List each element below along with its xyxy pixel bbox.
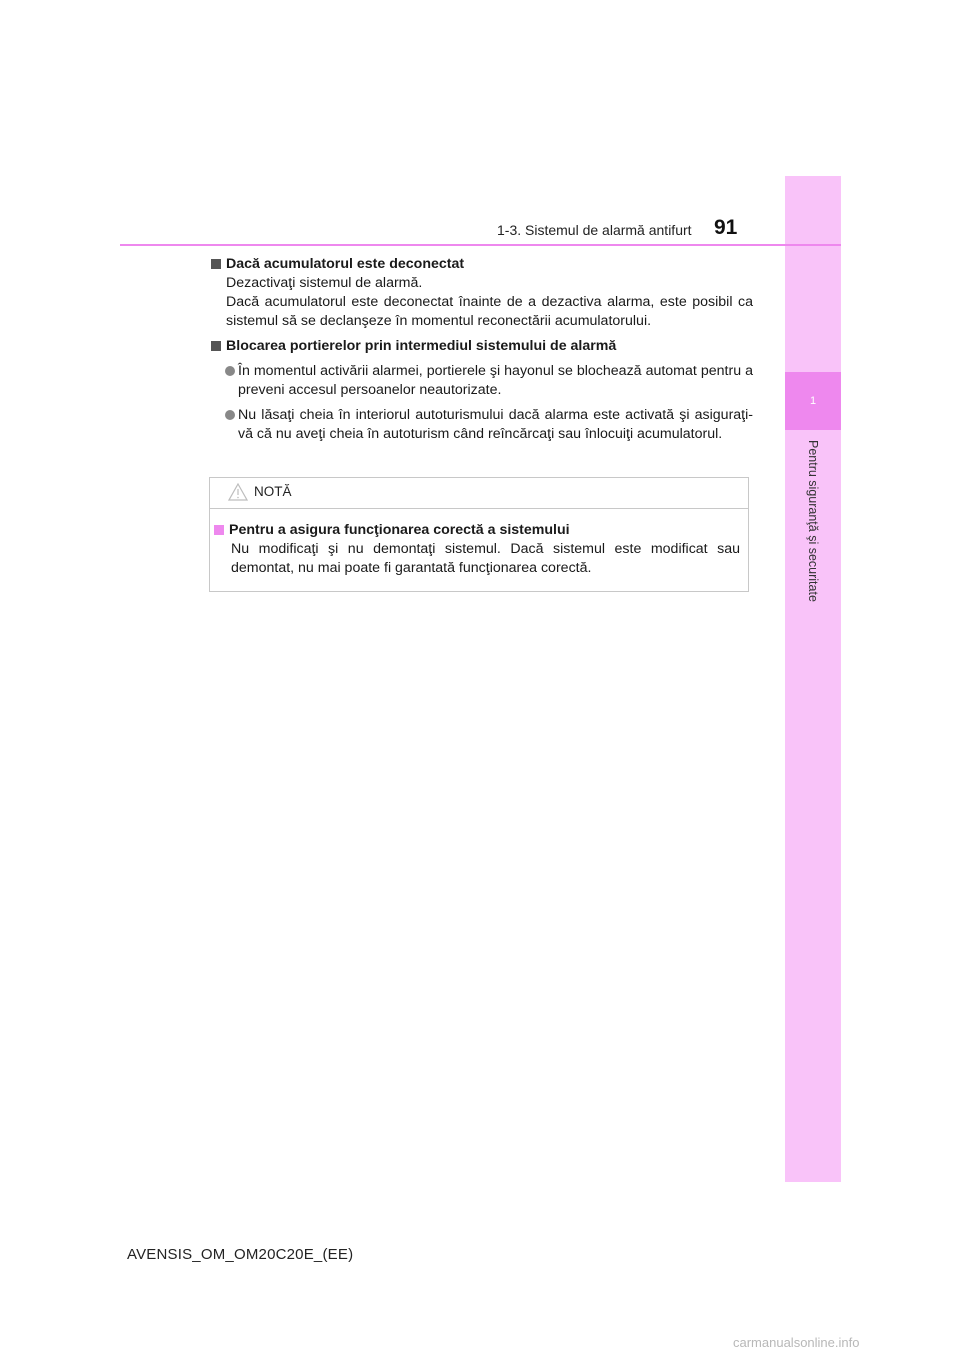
heading-text: Dacă acumulatorul este deconectat [226, 256, 465, 272]
note-text: Nu modificaţi şi nu demontaţi sistemul. … [231, 541, 740, 576]
heading-text: Blocarea portierelor prin intermediul si… [226, 338, 617, 354]
note-label: NOTĂ [254, 484, 292, 499]
note-body: Pentru a asigura funcţionarea corectă a … [210, 509, 748, 578]
square-bullet-icon [211, 259, 221, 269]
header-rule [120, 244, 841, 246]
document-code: AVENSIS_OM_OM20C20E_(EE) [127, 1246, 354, 1263]
note-box: NOTĂ Pentru a asigura funcţionarea corec… [209, 477, 749, 592]
paragraph: Dacă acumulatorul este deconectat înaint… [226, 294, 753, 329]
section-heading: Dacă acumulatorul este deconectat [210, 255, 753, 274]
list-item-text: În momentul activării alarmei, portierel… [238, 363, 753, 398]
warning-triangle-icon [228, 483, 248, 501]
section-title: 1-3. Sistemul de alarmă antifurt [497, 222, 692, 238]
circle-bullet-icon [225, 366, 235, 376]
circle-bullet-icon [225, 410, 235, 420]
note-header: NOTĂ [210, 478, 748, 509]
chapter-label: Pentru siguranţă şi securitate [806, 440, 820, 602]
list-item-text: Nu lăsaţi cheia în interiorul autoturism… [238, 407, 753, 442]
note-heading: Pentru a asigura funcţionarea corectă a … [213, 521, 740, 540]
watermark: carmanualsonline.info [733, 1335, 860, 1350]
section-heading: Blocarea portierelor prin intermediul si… [210, 337, 753, 356]
chapter-number: 1 [785, 372, 841, 430]
square-bullet-icon [211, 341, 221, 351]
page-number: 91 [714, 216, 738, 239]
page-content: Dacă acumulatorul este deconectat Dezact… [210, 255, 753, 444]
list-item: Nu lăsaţi cheia în interiorul autoturism… [210, 406, 753, 444]
square-bullet-icon [214, 525, 224, 535]
note-heading-text: Pentru a asigura funcţionarea corectă a … [229, 522, 570, 538]
paragraph: Dezactivaţi sistemul de alarmă. [226, 275, 423, 291]
chapter-side-tab [785, 176, 841, 1182]
list-item: În momentul activării alarmei, portierel… [210, 362, 753, 400]
